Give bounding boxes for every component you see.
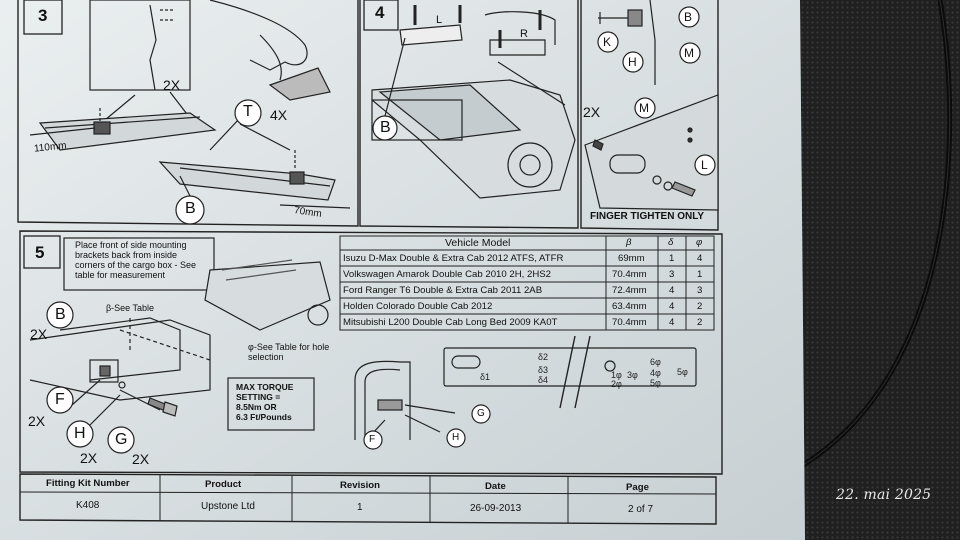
callout-t: T <box>243 103 253 120</box>
table-row-4-delta: 4 <box>669 301 675 312</box>
callout-b-step4b: B <box>684 10 693 24</box>
table-row-2-delta: 3 <box>669 269 675 280</box>
table-row-3-model: Ford Ranger T6 Double & Extra Cab 2011 2… <box>343 285 543 296</box>
table-header-phi: φ <box>696 237 703 248</box>
step3-drawing <box>29 0 351 225</box>
table-row-4-phi: 2 <box>697 301 703 312</box>
placement-note: Place front of side mounting brackets ba… <box>75 240 197 280</box>
table-row-3-delta: 4 <box>669 285 675 296</box>
table-row-4-beta: 63.4mm <box>612 301 647 312</box>
hole-delta-2: δ2 <box>538 352 549 362</box>
mult-h: 2X <box>80 450 98 466</box>
step4-mult: 2X <box>583 104 601 120</box>
callout-l: L <box>701 158 708 172</box>
step4-drawing <box>371 5 576 199</box>
cable <box>793 0 953 473</box>
hole-phi-1: 1φ <box>611 370 622 380</box>
hole-phi-3: 3φ <box>627 370 638 380</box>
footer-header-kit: Fitting Kit Number <box>46 478 130 489</box>
table-row-5-phi: 2 <box>697 317 703 328</box>
detail-g: G <box>477 408 485 419</box>
footer-revision: 1 <box>357 502 363 513</box>
step-4-number: 4 <box>375 3 385 22</box>
table-row-2-beta: 70.4mm <box>612 269 647 280</box>
table-header-model: Vehicle Model <box>445 237 511 249</box>
callout-b-step4: B <box>380 119 391 136</box>
footer-header-revision: Revision <box>340 480 380 491</box>
finger-tighten-note: FINGER TIGHTEN ONLY <box>590 211 705 222</box>
footer-grid <box>19 475 717 523</box>
table-row-2-phi: 1 <box>697 269 703 280</box>
table-row-5-model: Mitsubishi L200 Double Cab Long Bed 2009… <box>343 317 558 328</box>
callout-m: M <box>684 46 694 60</box>
table-header-beta: β <box>626 237 632 248</box>
instruction-sheet <box>0 0 805 540</box>
footer-product: Upstone Ltd <box>201 501 255 512</box>
detail-h: H <box>452 432 460 443</box>
table-header-delta: δ <box>668 237 674 248</box>
label-left: L <box>436 14 443 26</box>
table-row-4-model: Holden Colorado Double Cab 2012 <box>343 301 493 312</box>
hole-phi-4: 4φ <box>650 368 661 378</box>
callout-h-step5: H <box>74 425 86 442</box>
footer-date: 26-09-2013 <box>470 503 522 514</box>
table-row-3-beta: 72.4mm <box>612 285 647 296</box>
table-row-3-phi: 3 <box>697 285 703 296</box>
mult-f: 2X <box>28 413 46 429</box>
hole-phi-6: 6φ <box>650 357 661 367</box>
table-row-2-model: Volkswagen Amarok Double Cab 2010 2H, 2H… <box>343 269 551 280</box>
mult-g: 2X <box>132 451 150 467</box>
callout-h-step4b: H <box>628 55 637 69</box>
footer-header-page: Page <box>626 482 649 493</box>
hole-phi-5: 5φ <box>650 378 661 388</box>
step-3-number: 3 <box>38 6 48 25</box>
panel-frames <box>17 0 723 525</box>
hole-phi-5b: 5φ <box>677 367 688 377</box>
table-row-5-delta: 4 <box>669 317 675 328</box>
step-5-number: 5 <box>35 243 45 262</box>
hole-phi-2: 2φ <box>611 379 622 389</box>
hole-delta-1: δ1 <box>480 372 491 382</box>
table-row-1-beta: 69mm <box>618 253 645 264</box>
callout-k: K <box>603 35 612 49</box>
vehicle-table-grid <box>339 235 715 331</box>
footer-header-date: Date <box>485 481 506 492</box>
step5-drawing <box>29 237 697 454</box>
table-row-5-beta: 70.4mm <box>612 317 647 328</box>
table-row-1-phi: 4 <box>697 253 703 264</box>
step3-mult-t: 4X <box>270 107 288 123</box>
footer-page: 2 of 7 <box>628 504 654 515</box>
callout-g: G <box>115 431 128 448</box>
mult-b-step5: 2X <box>30 326 48 342</box>
torque-note: MAX TORQUE SETTING = 8.5Nm OR 6.3 Ft/Pou… <box>236 382 294 422</box>
phi-note: φ-See Table for hole selection <box>248 342 330 362</box>
photo-date-stamp: 22. mai 2025 <box>836 487 932 503</box>
detail-f: F <box>369 434 376 445</box>
hole-delta-3: δ3 <box>538 365 549 375</box>
step3-mult-top: 2X <box>163 77 181 93</box>
callout-b-step3: B <box>185 200 196 217</box>
label-right: R <box>520 28 528 40</box>
callout-f: F <box>55 391 65 408</box>
table-row-1-delta: 1 <box>669 253 675 264</box>
beta-note: β-See Table <box>106 303 155 313</box>
callout-b-step5: B <box>55 306 66 323</box>
table-row-1-model: Isuzu D-Max Double & Extra Cab 2012 ATFS… <box>343 253 564 264</box>
step4b-drawing <box>584 0 719 211</box>
footer-header-product: Product <box>205 479 242 490</box>
footer-kit-number: K408 <box>76 500 100 511</box>
hole-delta-4: δ4 <box>538 375 549 385</box>
callout-m2: M <box>639 101 649 115</box>
